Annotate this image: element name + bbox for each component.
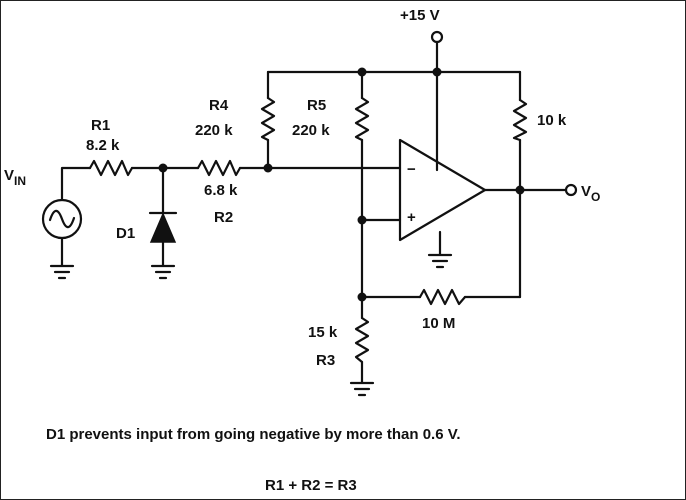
inverting-input-sign: − bbox=[407, 161, 416, 178]
pullup-value-label: 10 k bbox=[537, 112, 567, 129]
resistor-r2 bbox=[196, 159, 242, 177]
r3-value-label: 15 k bbox=[308, 324, 338, 341]
supply-label: +15 V bbox=[400, 7, 440, 24]
resistor-r5 bbox=[354, 96, 370, 142]
r2-value-label: 6.8 k bbox=[204, 182, 238, 199]
r5-name-label: R5 bbox=[307, 97, 326, 114]
resistor-r1 bbox=[88, 159, 134, 177]
r2-name-label: R2 bbox=[214, 209, 233, 226]
ac-source bbox=[41, 198, 83, 240]
r1-value-label: 8.2 k bbox=[86, 137, 120, 154]
ground-symbol-source bbox=[49, 264, 75, 280]
ground-symbol-opamp bbox=[427, 253, 453, 269]
r5-value-label: 220 k bbox=[292, 122, 330, 139]
noninverting-input-sign: + bbox=[407, 209, 416, 226]
supply-terminal bbox=[430, 30, 444, 44]
vo-label: VO bbox=[581, 183, 600, 204]
resistor-feedback bbox=[418, 288, 467, 306]
d1-label: D1 bbox=[116, 225, 135, 242]
resistor-pullup bbox=[512, 98, 528, 142]
resistor-equation: R1 + R2 = R3 bbox=[265, 477, 357, 494]
diode-note: D1 prevents input from going negative by… bbox=[46, 426, 461, 443]
wires bbox=[60, 40, 567, 384]
feedback-value-label: 10 M bbox=[422, 315, 455, 332]
junction-dots bbox=[158, 67, 525, 302]
r1-name-label: R1 bbox=[91, 117, 110, 134]
diode-d1 bbox=[148, 211, 178, 243]
vin-label: VIN bbox=[4, 167, 26, 188]
ground-symbol-diode bbox=[150, 264, 176, 280]
resistor-r3 bbox=[354, 316, 370, 364]
ground-symbol-r3 bbox=[349, 381, 375, 397]
output-terminal bbox=[564, 183, 578, 197]
r4-name-label: R4 bbox=[209, 97, 229, 114]
resistor-r4 bbox=[260, 96, 276, 142]
r3-name-label: R3 bbox=[316, 352, 335, 369]
op-amp bbox=[398, 138, 487, 242]
r4-value-label: 220 k bbox=[195, 122, 233, 139]
